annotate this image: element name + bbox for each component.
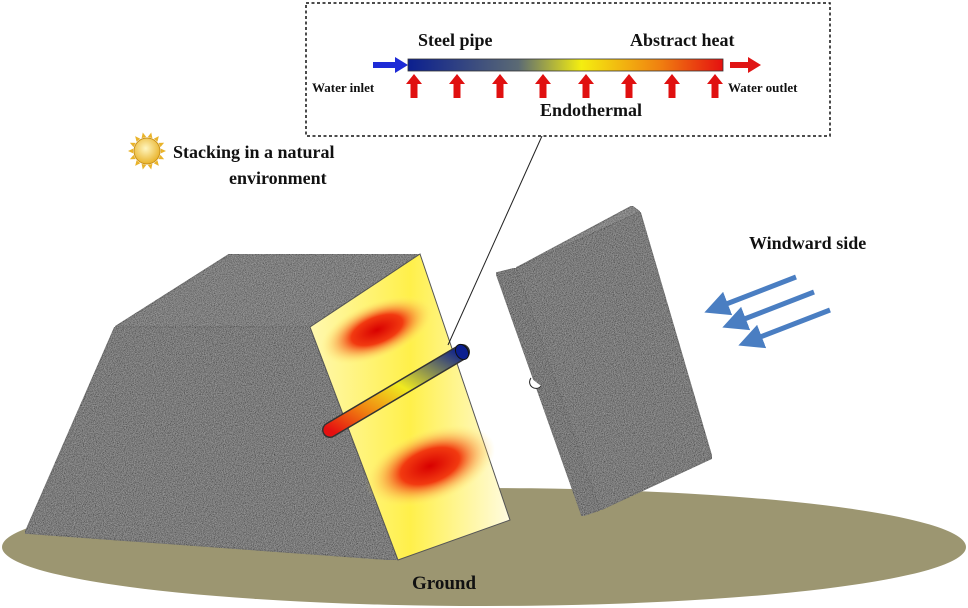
sun-ray bbox=[141, 132, 147, 139]
sun-ray bbox=[153, 160, 159, 166]
sun-ray bbox=[158, 154, 165, 160]
sun-ray bbox=[153, 136, 159, 142]
sun-icon bbox=[128, 132, 166, 170]
detached-slab bbox=[495, 205, 713, 517]
heat-arrows bbox=[406, 74, 723, 98]
abstract-heat-label: Abstract heat bbox=[630, 30, 734, 50]
stacking-label-line2: environment bbox=[229, 168, 327, 188]
sun-ray bbox=[158, 142, 165, 148]
ground-label: Ground bbox=[412, 573, 477, 594]
inlet-arrow-icon bbox=[373, 57, 408, 73]
up-arrow-icon bbox=[492, 74, 508, 98]
inset-schematic bbox=[305, 2, 831, 137]
stacking-label-line1: Stacking in a natural bbox=[173, 142, 335, 162]
up-arrow-icon bbox=[621, 74, 637, 98]
water-outlet-label: Water outlet bbox=[728, 80, 798, 95]
wind-arrow-icon bbox=[704, 274, 831, 349]
concrete-stack bbox=[23, 253, 423, 561]
water-inlet-label: Water inlet bbox=[312, 80, 375, 95]
steel-pipe-bar bbox=[407, 58, 724, 72]
up-arrow-icon bbox=[449, 74, 465, 98]
up-arrow-icon bbox=[707, 74, 723, 98]
sun-ray bbox=[129, 154, 136, 160]
sun-ray bbox=[128, 148, 134, 154]
heated-face bbox=[309, 253, 511, 561]
sun-ray bbox=[147, 163, 153, 170]
sun-ray bbox=[141, 163, 147, 170]
windward-side-label: Windward side bbox=[749, 233, 866, 253]
sun-ray bbox=[147, 132, 153, 139]
callout-line bbox=[447, 135, 543, 346]
up-arrow-icon bbox=[535, 74, 551, 98]
up-arrow-icon bbox=[578, 74, 594, 98]
up-arrow-icon bbox=[664, 74, 680, 98]
steel-pipe-label: Steel pipe bbox=[418, 30, 493, 50]
sun-ray bbox=[129, 142, 136, 148]
outlet-arrow-icon bbox=[730, 57, 761, 73]
up-arrow-icon bbox=[406, 74, 422, 98]
sun-ray bbox=[160, 148, 166, 154]
endothermal-label: Endothermal bbox=[540, 100, 642, 120]
steel-pipe-in-block bbox=[322, 343, 470, 438]
sun-ray bbox=[135, 136, 141, 142]
sun-ray bbox=[135, 160, 141, 166]
